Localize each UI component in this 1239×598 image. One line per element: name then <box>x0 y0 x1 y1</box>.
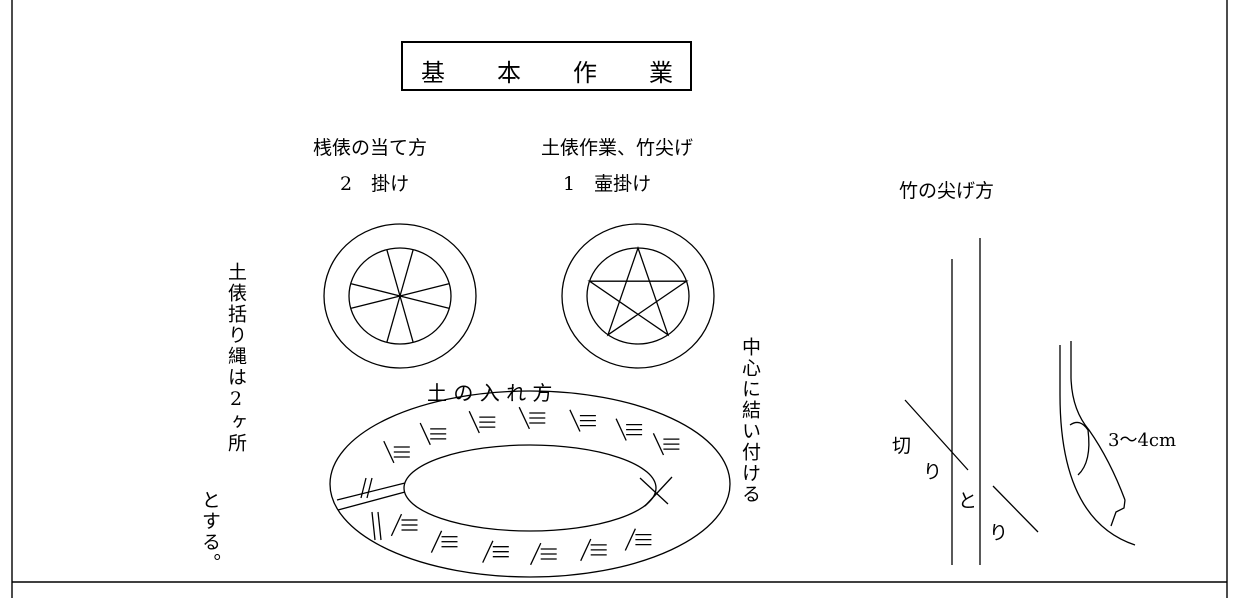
cut-line-lower <box>992 485 1039 533</box>
tip-outer-curve <box>1059 345 1136 546</box>
soil-slash <box>482 540 494 563</box>
tsubo-star <box>587 246 689 337</box>
sando-spoke <box>350 295 401 310</box>
soil-slash <box>569 409 581 432</box>
title-box: 基 本 作 業 <box>401 41 692 91</box>
dohyo-subtitle: 1 壷掛け <box>563 173 652 195</box>
left-note-line2: とする。 <box>199 490 221 574</box>
soil-outer-ellipse <box>329 390 731 578</box>
soil-marks <box>360 406 680 566</box>
soil-tick <box>366 477 373 499</box>
bamboo-diagram <box>904 238 1136 565</box>
soil-inner-ellipse <box>403 444 657 532</box>
sando-spoke <box>399 249 414 297</box>
soil-tick <box>371 511 376 541</box>
cut-label: 切 <box>892 435 912 457</box>
soil-tick <box>377 511 382 541</box>
tip-detail-jag <box>1110 499 1126 527</box>
ri-label: り <box>989 522 1009 544</box>
to-label: と <box>958 490 978 512</box>
soil-slash <box>390 513 403 537</box>
tip-detail-curve <box>1069 421 1090 476</box>
tsubo-diagram <box>561 223 715 369</box>
soil-slash <box>419 422 431 446</box>
soil-cross-mark <box>639 477 669 505</box>
title-char: 業 <box>649 59 673 87</box>
title-char: 本 <box>497 59 521 87</box>
soil-slash <box>468 410 480 434</box>
sando-spokes <box>350 249 450 343</box>
soil-cross-mark <box>644 476 673 507</box>
sando-spoke <box>399 295 450 310</box>
sando-outer-ring <box>323 223 477 369</box>
sando-spoke <box>399 282 450 297</box>
tip-inner-curve <box>1070 341 1126 501</box>
sando-diagram <box>323 223 477 369</box>
left-note-line1: 土俵括り縄は2ヶ所 <box>225 262 247 454</box>
soil-seam-line <box>336 482 406 501</box>
sando-spoke <box>399 295 414 343</box>
soil-slash <box>580 538 592 562</box>
soil-tick <box>360 477 367 499</box>
ri-label: り <box>923 461 943 483</box>
sando-title: 桟俵の当て方 <box>313 137 428 159</box>
sando-spoke <box>350 282 401 297</box>
measure-label: 3〜4cm <box>1108 430 1177 451</box>
soil-slash <box>518 406 530 430</box>
soil-slash <box>383 440 395 464</box>
cut-line-upper <box>904 399 969 471</box>
soil-slash <box>615 418 627 441</box>
sando-spoke <box>386 295 401 343</box>
soil-seam-line <box>337 491 406 511</box>
tsubo-outer-ring <box>561 223 715 369</box>
soil-slash <box>624 528 636 551</box>
dohyo-title: 土俵作業、竹尖げ <box>541 137 694 159</box>
soil-slash <box>530 542 542 566</box>
title-char: 基 <box>421 59 445 87</box>
tsubo-inner-ring <box>586 247 690 345</box>
soil-slash <box>652 433 665 456</box>
sando-inner-ring <box>348 247 452 345</box>
title-char: 作 <box>573 59 597 87</box>
soil-slash <box>430 530 443 553</box>
soil-diagram <box>329 390 731 578</box>
sando-subtitle: 2 掛け <box>340 173 410 195</box>
center-note: 中心に結い付ける <box>739 337 761 505</box>
sando-spoke <box>386 249 401 297</box>
soil-title: 土 の 入 れ 方 <box>427 381 553 405</box>
bamboo-title: 竹の尖げ方 <box>899 180 995 202</box>
